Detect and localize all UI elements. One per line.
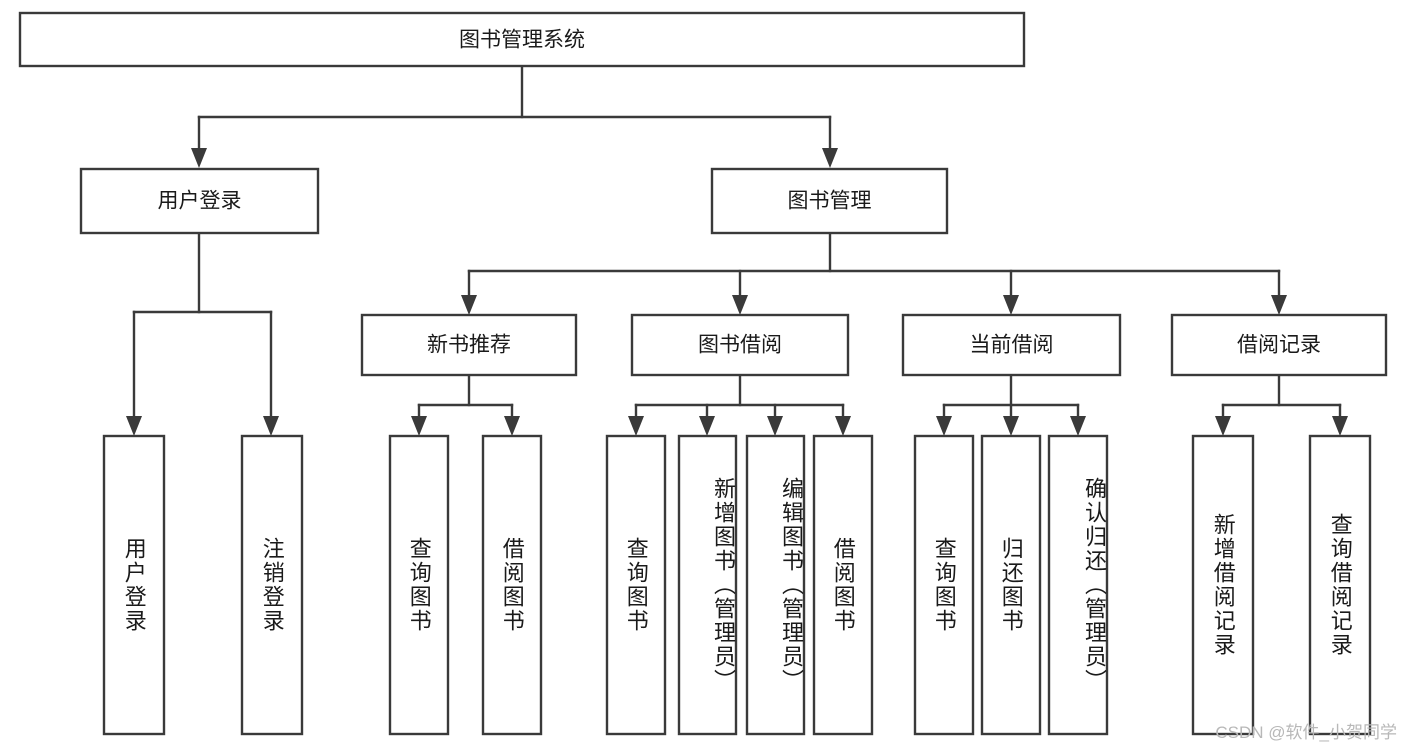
leaf-label-confirm-return-admin: 确认归还（管理员） — [1082, 477, 1107, 693]
node-user-login-label: 用户登录 — [158, 190, 242, 213]
leaf-label-borrow-book: 借阅图书 — [830, 537, 856, 633]
node-leaf-box[interactable] — [980, 434, 1042, 736]
connector-group-root — [191, 64, 838, 168]
leaf-label-borrow-book-new: 借阅图书 — [499, 537, 525, 633]
node-new-book-recommend-label: 新书推荐 — [427, 334, 511, 357]
node-leaf-box[interactable] — [1308, 434, 1372, 736]
node-leaf-box[interactable] — [812, 434, 874, 736]
arrow-head-icon — [411, 416, 427, 436]
node-leaf-box[interactable] — [481, 434, 543, 736]
node-leaf-box[interactable] — [1191, 434, 1255, 736]
arrow-head-icon — [191, 148, 207, 168]
node-root-label: 图书管理系统 — [459, 29, 585, 52]
node-book-borrow-label: 图书借阅 — [698, 334, 782, 357]
node-root-box[interactable] — [18, 11, 1026, 68]
node-leaf-box[interactable] — [677, 434, 738, 736]
leaf-label-query-book-borrow: 查询图书 — [623, 537, 649, 633]
arrow-head-icon — [822, 148, 838, 168]
watermark-text: CSDN @软件_小贺同学 — [1215, 723, 1397, 742]
node-current-borrow-box[interactable] — [901, 313, 1122, 377]
arrow-head-icon — [504, 416, 520, 436]
node-leaf-box[interactable] — [240, 434, 304, 736]
node-borrow-record-box[interactable] — [1170, 313, 1388, 377]
node-user-login-box[interactable] — [79, 167, 320, 235]
leaf-label-add-book-admin: 新增图书（管理员） — [711, 477, 736, 693]
node-new-book-recommend-box[interactable] — [360, 313, 578, 377]
leaf-label-query-borrow-record: 查询借阅记录 — [1327, 513, 1353, 657]
arrow-head-icon — [126, 416, 142, 436]
connector-group-borrow-record — [1215, 373, 1348, 436]
connector-group-current-borrow — [936, 373, 1086, 436]
connector-group-new-book — [411, 373, 520, 436]
leaf-label-query-book-current: 查询图书 — [931, 537, 957, 633]
node-current-borrow-label: 当前借阅 — [970, 334, 1054, 357]
node-borrow-record-label: 借阅记录 — [1237, 334, 1321, 357]
leaf-label-user-login: 用户登录 — [121, 537, 147, 633]
connector-group-book-borrow — [628, 373, 851, 436]
node-book-management-label: 图书管理 — [788, 190, 872, 213]
leaf-label-logout: 注销登录 — [259, 537, 285, 633]
node-book-management-box[interactable] — [710, 167, 949, 235]
node-leaf-box[interactable] — [1047, 434, 1109, 736]
leaf-label-return-book: 归还图书 — [998, 537, 1024, 633]
leaf-label-add-borrow-record: 新增借阅记录 — [1210, 513, 1236, 657]
node-leaf-box[interactable] — [388, 434, 450, 736]
arrow-head-icon — [1271, 295, 1287, 315]
arrow-head-icon — [1003, 295, 1019, 315]
arrow-head-icon — [1003, 416, 1019, 436]
arrow-head-icon — [732, 295, 748, 315]
leaf-label-edit-book-admin: 编辑图书（管理员） — [779, 477, 804, 693]
arrow-head-icon — [835, 416, 851, 436]
node-book-borrow-box[interactable] — [630, 313, 850, 377]
arrow-head-icon — [1215, 416, 1231, 436]
node-leaf-box[interactable] — [913, 434, 975, 736]
node-leaf-box[interactable] — [745, 434, 806, 736]
arrow-head-icon — [699, 416, 715, 436]
arrow-head-icon — [263, 416, 279, 436]
node-leaf-box[interactable] — [605, 434, 667, 736]
connector-group-book-management — [461, 231, 1287, 315]
connector-group-user-login — [126, 231, 279, 436]
leaf-label-query-book-new: 查询图书 — [406, 537, 432, 633]
arrow-head-icon — [628, 416, 644, 436]
arrow-head-icon — [936, 416, 952, 436]
node-leaf-box[interactable] — [102, 434, 166, 736]
arrow-head-icon — [461, 295, 477, 315]
arrow-head-icon — [1332, 416, 1348, 436]
arrow-head-icon — [767, 416, 783, 436]
arrow-head-icon — [1070, 416, 1086, 436]
